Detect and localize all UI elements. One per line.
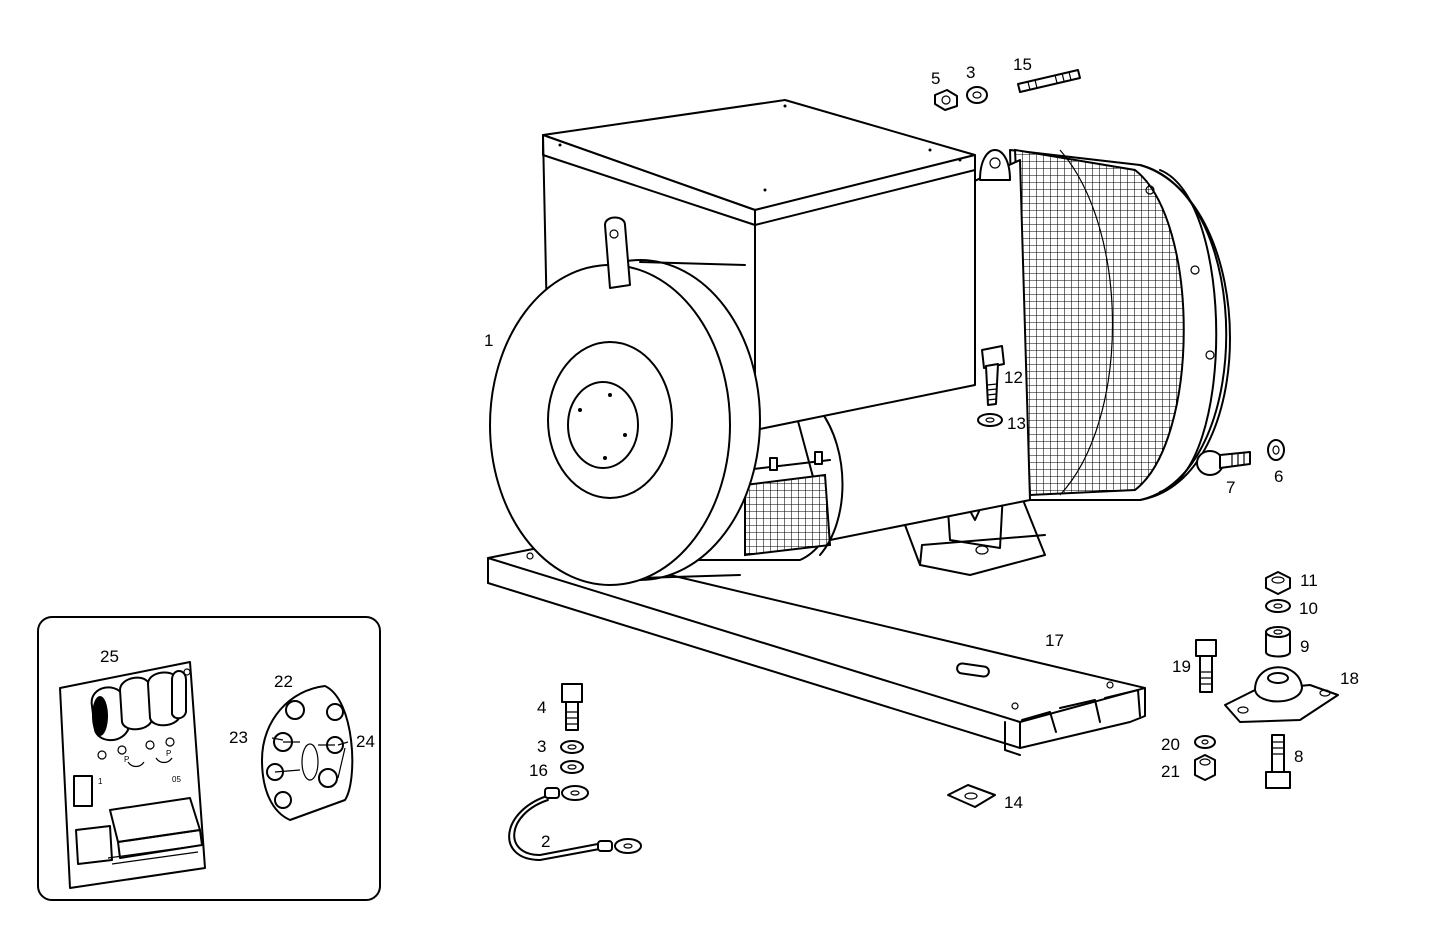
callout-21: 21: [1161, 762, 1180, 781]
spacer-9: [1265, 626, 1291, 658]
nut-5: [934, 89, 958, 111]
bolt-8: [1265, 734, 1291, 789]
plate-14: [947, 784, 996, 808]
washer-16: [560, 760, 584, 774]
callout-1: 1: [484, 331, 493, 350]
bolt-19: [1195, 639, 1217, 693]
board-mark: P: [124, 755, 129, 764]
callout-16: 16: [529, 761, 548, 780]
board-mark: 1: [98, 777, 103, 786]
callout-11: 11: [1300, 571, 1318, 590]
callout-25: 25: [100, 647, 119, 666]
bolt-12: [981, 345, 1005, 406]
washer-20: [1194, 735, 1216, 749]
rectifier-plate-22: [261, 685, 354, 821]
earth-cable-2: [508, 785, 642, 861]
callout-12: 12: [1004, 368, 1023, 387]
callout-9: 9: [1300, 637, 1309, 656]
callout-3-lower: 3: [537, 737, 546, 756]
callout-5: 5: [931, 69, 940, 88]
callout-labels: 1 2 3 3 4 5 6 7 8 9 10 11 12 13 14 15 16…: [100, 55, 1359, 851]
washer-3-lower: [560, 740, 584, 754]
board-mark: P: [166, 749, 171, 758]
callout-2: 2: [541, 832, 550, 851]
washer-6: [1267, 439, 1285, 461]
rear-cooling-grille: [1009, 148, 1231, 501]
washer-10: [1265, 599, 1291, 613]
front-end-shield: [489, 259, 761, 586]
callout-7: 7: [1226, 478, 1235, 497]
callout-6: 6: [1274, 467, 1283, 486]
lifting-eye-rear: [979, 149, 1011, 181]
bolt-4: [561, 683, 583, 731]
stud-15: [1017, 69, 1081, 93]
callout-13: 13: [1007, 414, 1026, 433]
nut-11: [1265, 571, 1291, 595]
callout-20: 20: [1161, 735, 1180, 754]
callout-3-top: 3: [966, 63, 975, 82]
callout-14: 14: [1004, 793, 1023, 812]
callout-19: 19: [1172, 657, 1191, 676]
callout-23: 23: [229, 728, 248, 747]
washer-13: [977, 413, 1003, 427]
leader-lines: [271, 737, 349, 779]
lifting-eye-front: [604, 216, 631, 289]
callout-18: 18: [1340, 669, 1359, 688]
voltage-regulator-board-25: P P 1 05: [59, 661, 206, 889]
callout-22: 22: [274, 672, 293, 691]
callout-17: 17: [1045, 631, 1064, 650]
callout-4: 4: [537, 698, 546, 717]
board-mark: 05: [172, 775, 181, 784]
callout-8: 8: [1294, 747, 1303, 766]
washer-3-top: [966, 86, 988, 104]
bolt-7: [1196, 450, 1251, 476]
nut-21: [1194, 754, 1216, 781]
anti-vibration-mount-18: [1224, 666, 1339, 723]
callout-15: 15: [1013, 55, 1032, 74]
callout-10: 10: [1299, 599, 1318, 618]
callout-24: 24: [356, 732, 375, 751]
